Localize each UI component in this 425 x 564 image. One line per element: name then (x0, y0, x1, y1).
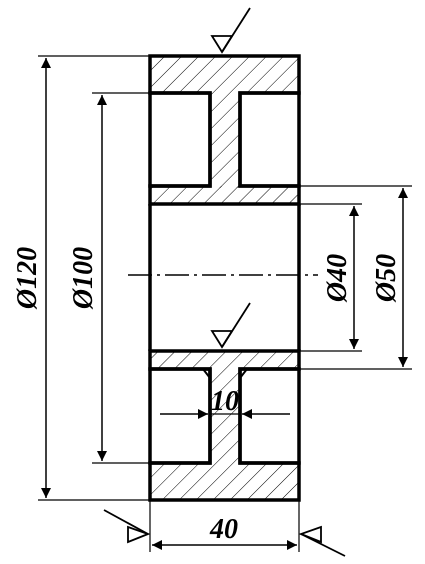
web-chamfer-left (202, 368, 211, 379)
web-chamfer-right (239, 368, 248, 379)
d50-label: Ø50 (371, 254, 402, 303)
lower-hub-hatch (150, 351, 299, 369)
roughness-symbol-top (210, 7, 251, 54)
d120-label: Ø120 (12, 247, 43, 310)
dimension-rim-width: 40 (149, 500, 300, 552)
dimension-d40: Ø40 (299, 203, 362, 352)
roughness-symbol-bore (210, 302, 251, 349)
upper-hub-hatch (150, 186, 299, 204)
bore (128, 204, 318, 351)
lower-right-cavity (238, 367, 301, 465)
lower-left-cavity (148, 367, 212, 465)
rim-width-label: 40 (209, 514, 238, 545)
web-thickness-label: 10 (211, 386, 239, 417)
lower-rim-hatch (150, 463, 299, 500)
upper-right-cavity (238, 91, 301, 188)
dimension-d100: Ø100 (68, 92, 150, 464)
lower-web-hatch (210, 369, 240, 463)
dimension-d50: Ø50 (299, 185, 412, 370)
d100-label: Ø100 (68, 247, 99, 310)
upper-web-hatch (210, 93, 240, 188)
lower-section (148, 349, 301, 502)
dimension-d120: Ø120 (12, 55, 150, 501)
roughness-symbol-right (298, 525, 346, 557)
upper-section (148, 54, 301, 206)
upper-rim-hatch (150, 56, 299, 93)
dimension-web-thickness: 10 (160, 386, 290, 419)
d40-label: Ø40 (322, 254, 353, 303)
roughness-symbol-left (103, 509, 151, 544)
upper-left-cavity (148, 91, 212, 188)
